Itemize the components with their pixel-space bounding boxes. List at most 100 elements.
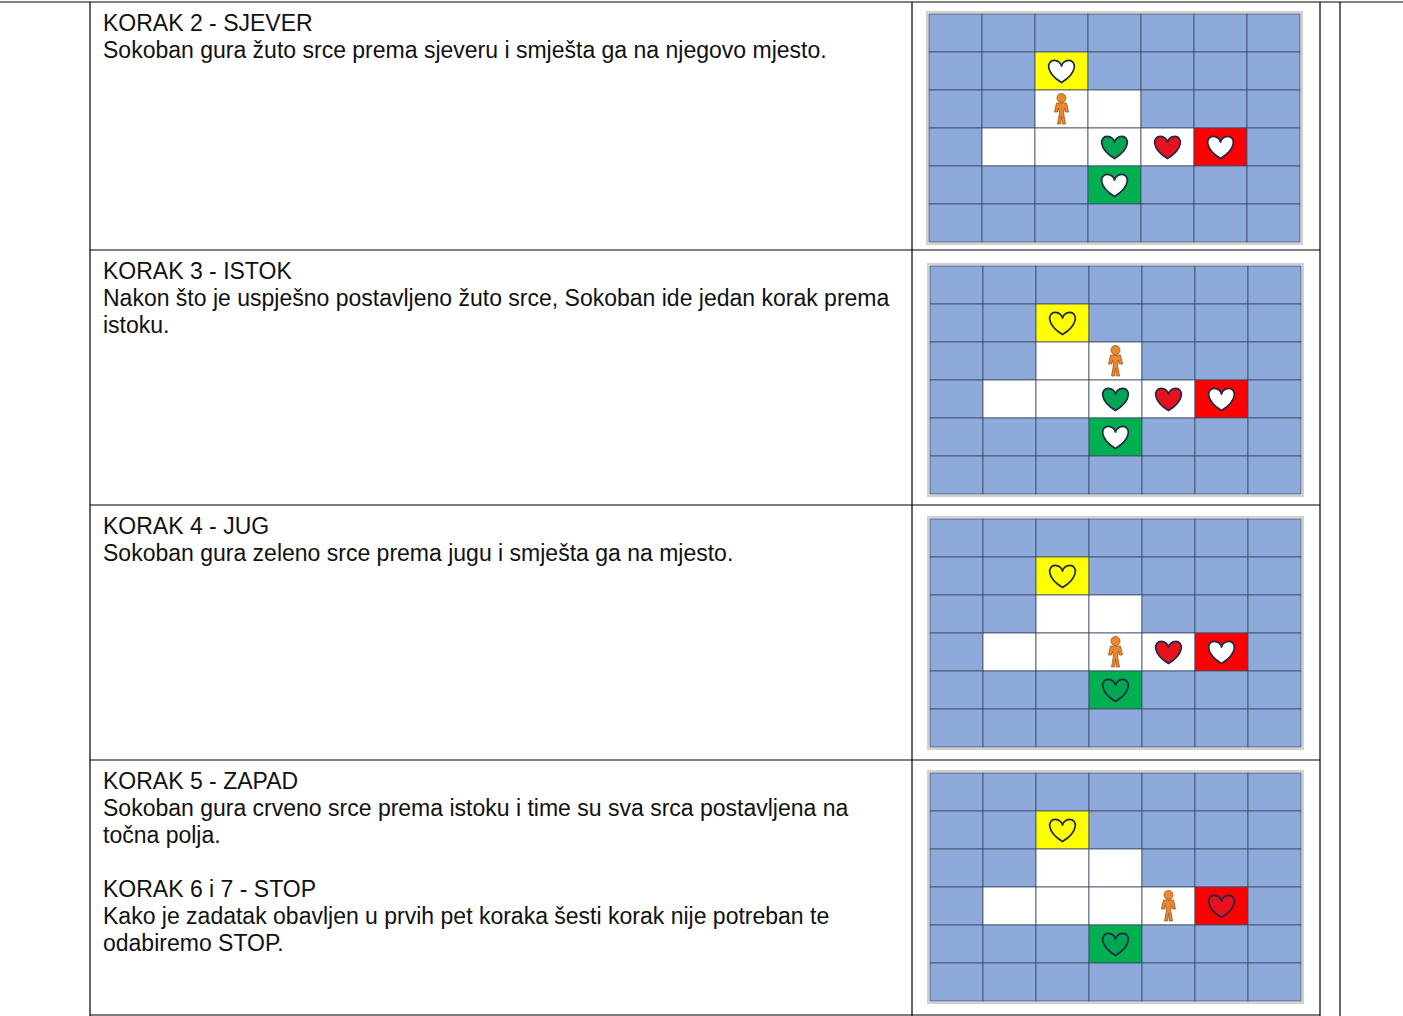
grid-frame	[928, 264, 1303, 496]
heart-symbol	[1209, 388, 1235, 410]
grid-cell	[1089, 773, 1142, 811]
grid-cell	[1035, 204, 1088, 242]
grid-cell	[1194, 14, 1247, 52]
grid-cell	[983, 266, 1036, 304]
heart-symbol	[1049, 60, 1075, 82]
grid-cell	[1036, 418, 1089, 456]
table-line	[90, 1014, 1320, 1015]
grid-cell	[1089, 456, 1142, 494]
grid-cell	[1195, 633, 1248, 671]
grid-cell	[1194, 128, 1247, 166]
grid-cell	[983, 671, 1036, 709]
grid-cell	[930, 633, 983, 671]
step-heading: KORAK 3 - ISTOK	[103, 258, 902, 285]
grid-cell	[982, 204, 1035, 242]
grid-cell	[1036, 380, 1089, 418]
step-description: Sokoban gura crveno srce prema istoku i …	[103, 795, 902, 849]
step-heading: KORAK 4 - JUG	[103, 513, 902, 540]
grid-cell	[1194, 204, 1247, 242]
grid-cell	[982, 14, 1035, 52]
grid-cell	[1035, 52, 1088, 90]
heart-symbol	[1209, 641, 1235, 663]
heart-symbol	[1050, 819, 1076, 841]
grid-cell	[1194, 166, 1247, 204]
grid-cell	[1036, 519, 1089, 557]
heart-symbol	[1156, 388, 1182, 410]
grid-cell	[983, 887, 1036, 925]
grid-cell	[1088, 90, 1141, 128]
heart-symbol	[1103, 426, 1129, 448]
step-heading: KORAK 6 i 7 - STOP	[103, 876, 902, 903]
grid-cell	[929, 14, 982, 52]
grid-cell	[1142, 380, 1195, 418]
grid-cell	[930, 773, 983, 811]
table-line	[911, 2, 912, 1016]
grid-cell	[1089, 519, 1142, 557]
grid-cell	[930, 963, 983, 1001]
grid-cell	[1195, 773, 1248, 811]
grid-cell	[1089, 266, 1142, 304]
grid-cell	[1036, 773, 1089, 811]
grid-cell	[1036, 304, 1089, 342]
grid-cell	[1089, 595, 1142, 633]
heart-symbol	[1050, 565, 1076, 587]
grid-cell	[1195, 342, 1248, 380]
grid-cell	[1036, 456, 1089, 494]
table-line	[90, 759, 1320, 760]
grid-cell	[1035, 166, 1088, 204]
sokoban-figure	[1055, 94, 1069, 125]
table-line	[90, 249, 1320, 250]
table-cell: KORAK 3 - ISTOKNakon što je uspješno pos…	[90, 250, 912, 505]
table-line	[90, 504, 1320, 505]
grid-cell	[1036, 811, 1089, 849]
grid-cell	[1142, 418, 1195, 456]
grid-cell	[1089, 633, 1142, 671]
grid-cell	[930, 811, 983, 849]
grid-cell	[1195, 709, 1248, 747]
grid-cell	[1142, 773, 1195, 811]
grid-cell	[1141, 128, 1194, 166]
grid-cell	[929, 166, 982, 204]
grid-cell	[1195, 519, 1248, 557]
grid-cell	[1142, 887, 1195, 925]
grid-cell	[1142, 266, 1195, 304]
grid-cell	[930, 595, 983, 633]
grid-cell	[1036, 266, 1089, 304]
grid-frame	[927, 12, 1302, 244]
grid-cell	[1035, 128, 1088, 166]
table-line	[1319, 2, 1320, 1016]
grid-cell	[1036, 849, 1089, 887]
grid-cell	[1195, 887, 1248, 925]
table-line	[0, 1, 1403, 2]
grid-cell	[1141, 14, 1194, 52]
grid-cell	[1142, 595, 1195, 633]
grid-cell	[983, 811, 1036, 849]
step-heading: KORAK 2 - SJEVER	[103, 10, 902, 37]
grid-cell	[1142, 925, 1195, 963]
grid-cell	[1142, 709, 1195, 747]
table-cell: KORAK 5 - ZAPADSokoban gura crveno srce …	[90, 760, 912, 1016]
grid-cell	[1247, 14, 1300, 52]
grid-cell	[1247, 128, 1300, 166]
grid-cell	[1142, 963, 1195, 1001]
grid-cell	[1247, 204, 1300, 242]
grid-cell	[929, 90, 982, 128]
grid-cell	[1195, 266, 1248, 304]
grid-cell	[983, 418, 1036, 456]
grid-cell	[982, 166, 1035, 204]
grid-cell	[1194, 52, 1247, 90]
grid-cell	[1248, 849, 1301, 887]
grid-cell	[1248, 887, 1301, 925]
grid-cell	[930, 380, 983, 418]
grid-cell	[1036, 963, 1089, 1001]
grid-cell	[1248, 963, 1301, 1001]
grid-cell	[1195, 849, 1248, 887]
grid-cell	[1089, 557, 1142, 595]
grid-cell	[1195, 671, 1248, 709]
heart-symbol	[1155, 136, 1181, 158]
grid-cell	[1142, 811, 1195, 849]
grid-cell	[983, 304, 1036, 342]
grid-cell	[1142, 633, 1195, 671]
